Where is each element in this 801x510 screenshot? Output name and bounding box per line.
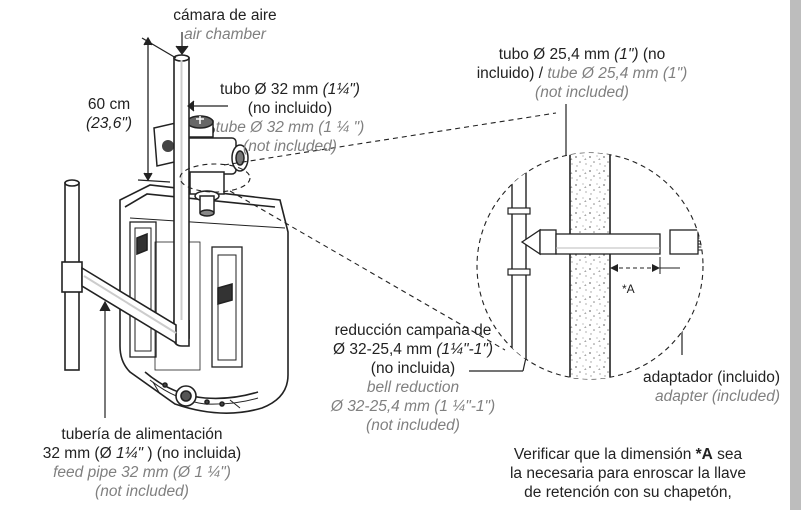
- feed-pipe-label: tubería de alimentación 32 mm (Ø 1¼" ) (…: [42, 426, 242, 500]
- detail-callout: [179, 112, 557, 351]
- feed-pipe: [61, 179, 177, 371]
- verification-note: Verificar que la dimensión *A sea la nec…: [509, 446, 747, 501]
- pipe-32mm-label: tubo Ø 32 mm (1¼") (no incluido) tube Ø …: [215, 81, 365, 155]
- heater-tank: [119, 184, 289, 414]
- dimension-mark: *A: [622, 282, 635, 296]
- bell-reduction-label: reducción campana de Ø 32-25,4 mm (1¼"-1…: [330, 322, 496, 434]
- height-dimension: [137, 36, 177, 183]
- pipe-25mm-label: tubo Ø 25,4 mm (1") (no incluido) / tube…: [476, 46, 688, 101]
- adapter-label: adaptador (incluido) adapter (included): [642, 369, 780, 405]
- height-label: 60 cm (23,6"): [86, 96, 132, 132]
- detail-circle: [476, 152, 704, 380]
- vertical-pipe: [173, 54, 190, 347]
- air-chamber-label: cámara de aire air chamber: [173, 7, 277, 43]
- page-edge-bar: [790, 0, 801, 510]
